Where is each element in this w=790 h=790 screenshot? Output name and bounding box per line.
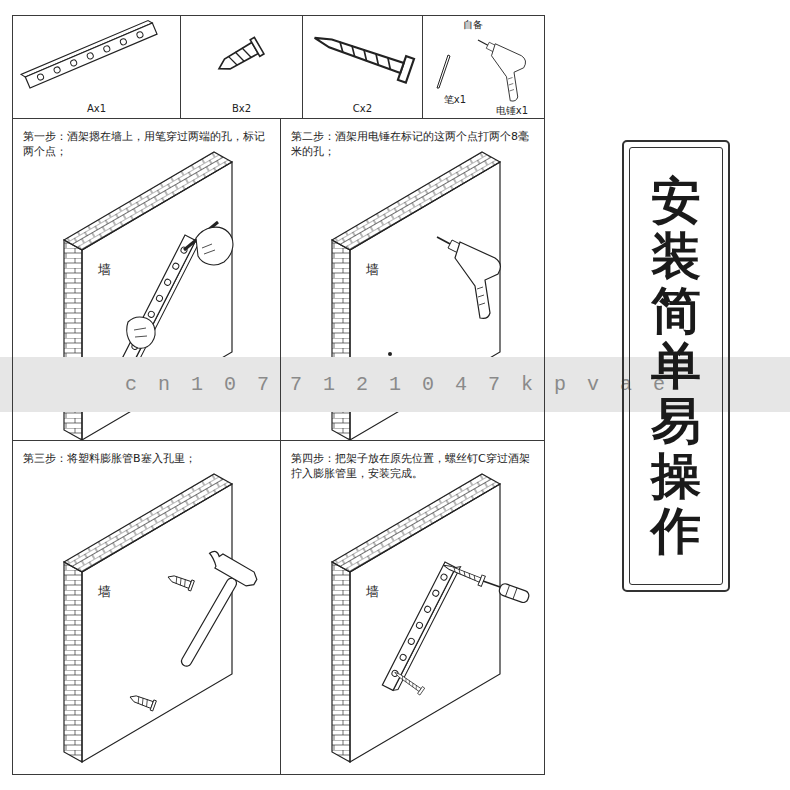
hammer-handle <box>180 576 239 668</box>
screwdriver <box>498 582 530 604</box>
drill-step2 <box>437 237 500 318</box>
step-panel: 第四步：把架子放在原先位置，螺丝钉C穿过酒架拧入膨胀管里，安装完成。墙 <box>280 440 545 775</box>
slogan-text: 安装简单易操作 <box>651 174 701 559</box>
part-label: Cx2 <box>303 102 422 115</box>
anchor-step3 <box>166 572 194 591</box>
part-cell: Cx2 <box>302 15 423 119</box>
slogan-box: 安装简单易操作 <box>622 140 730 592</box>
step-panel: 第二步：酒架用电锤在标记的这两个点打两个8毫米的孔； 墙 <box>280 118 545 441</box>
tool-label: 电锤x1 <box>481 105 543 117</box>
screw-step4 <box>392 669 424 695</box>
wall-step4 <box>332 474 500 762</box>
step-instruction: 第三步：将塑料膨胀管B塞入孔里； <box>23 451 271 466</box>
wall-label: 墙 <box>366 262 382 278</box>
anchor-step3 <box>128 692 156 711</box>
drill-icon <box>478 40 526 101</box>
step-panel: 第一步：酒架摁在墙上，用笔穿过两端的孔，标记两个点； 墙 <box>12 118 281 441</box>
hammer <box>155 548 260 675</box>
wall-label: 墙 <box>98 262 114 278</box>
part-label: Ax1 <box>13 102 180 115</box>
screw-step4 <box>441 560 485 586</box>
part-c <box>311 26 415 83</box>
part-b <box>214 37 264 77</box>
rack-step4 <box>382 559 460 692</box>
screwdriver-shaft <box>483 581 500 587</box>
hand-fingers <box>202 244 215 254</box>
hand <box>127 317 155 348</box>
wall-label: 墙 <box>366 584 382 600</box>
tools-heading: 自备 <box>453 18 493 31</box>
step-instruction: 第一步：酒架摁在墙上，用笔穿过两端的孔，标记两个点； <box>23 129 271 159</box>
step-instruction: 第二步：酒架用电锤在标记的这两个点打两个8毫米的孔； <box>291 129 539 159</box>
step-panel: 第三步：将塑料膨胀管B塞入孔里； 墙 <box>12 440 281 775</box>
marked-point <box>388 352 392 356</box>
tool-label: 笔x1 <box>435 94 475 106</box>
screwdriver-handle <box>498 582 530 604</box>
screwdriver-grip <box>505 585 517 599</box>
rack-step1 <box>122 232 200 365</box>
tools-cell: 自备笔x1 电锤x1 <box>422 15 545 119</box>
step-instruction: 第四步：把架子放在原先位置，螺丝钉C穿过酒架拧入膨胀管里，安装完成。 <box>291 451 539 481</box>
hammer-head <box>205 548 260 589</box>
part-label: Bx2 <box>181 102 302 115</box>
part-a <box>21 19 157 89</box>
part-cell: Ax1 <box>12 15 181 119</box>
pen <box>437 55 450 88</box>
hand-fingers <box>134 328 147 337</box>
part-cell: Bx2 <box>180 15 303 119</box>
hand <box>196 227 233 265</box>
wall-label: 墙 <box>98 584 114 600</box>
